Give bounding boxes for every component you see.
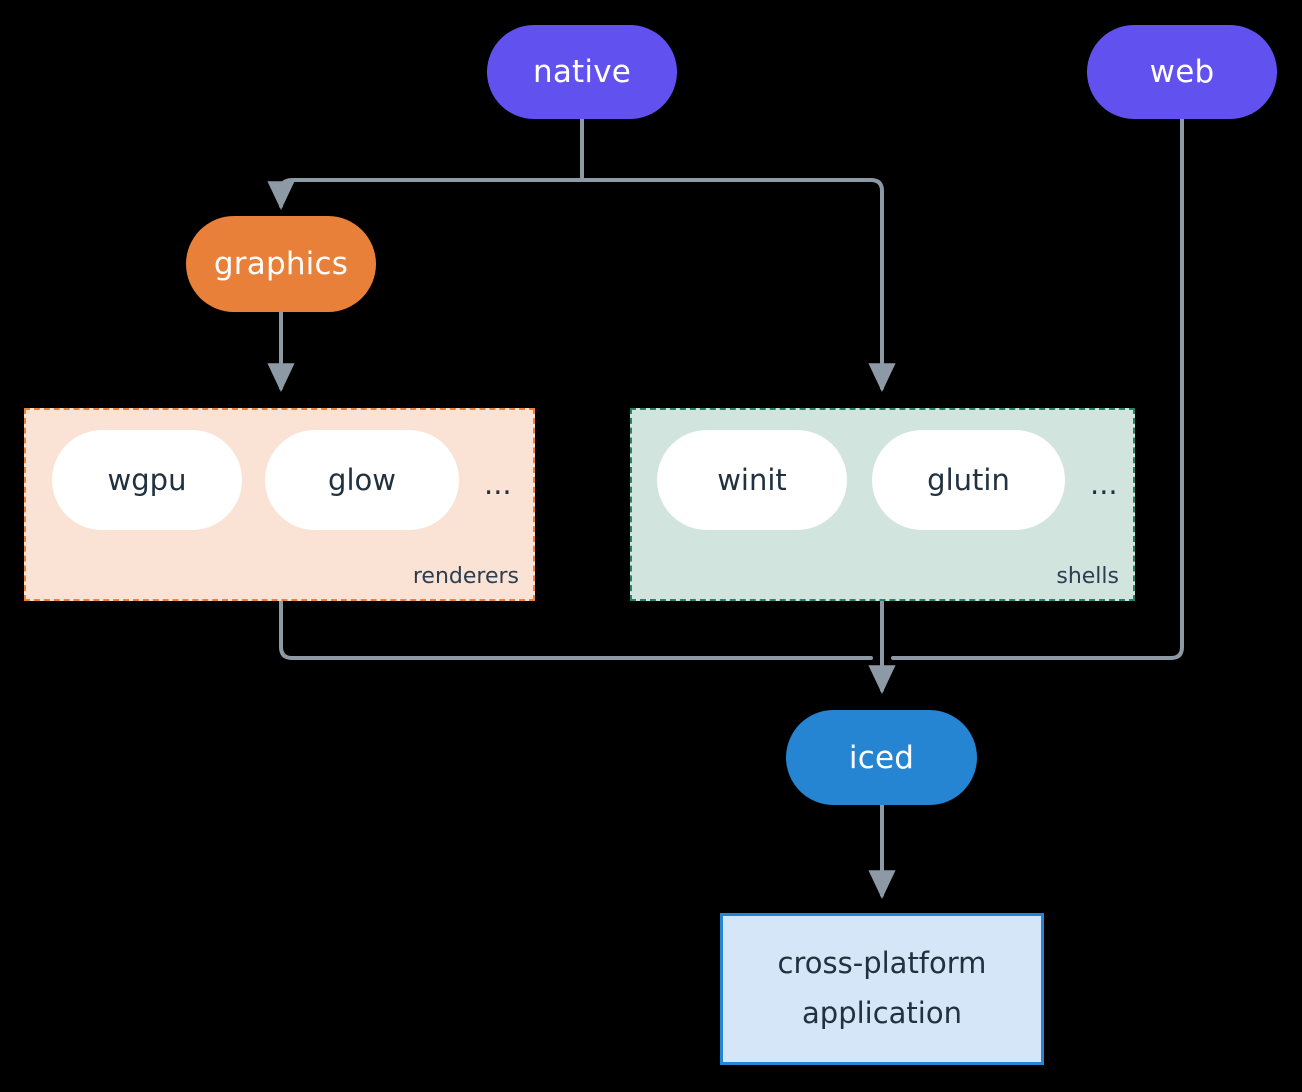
node-iced[interactable]: iced [786,710,977,805]
leaf-node-glutin[interactable]: glutin [872,430,1065,530]
node-native-label: native [532,54,632,90]
application-label-line1: cross-platform [777,946,987,981]
node-cross-platform-application[interactable]: cross-platform application [720,913,1044,1065]
node-web[interactable]: web [1087,25,1277,119]
leaf-node-wgpu[interactable]: wgpu [52,430,242,530]
leaf-node-glutin-label: glutin [927,463,1010,497]
node-graphics-label: graphics [213,246,349,282]
edge-native-to-graphics [267,178,584,211]
group-renderers: wgpu glow ... renderers [24,408,535,601]
node-native[interactable]: native [487,25,677,119]
application-label-line2: application [802,996,962,1030]
leaf-node-glow-label: glow [328,463,396,497]
node-iced-label: iced [848,739,915,776]
node-web-label: web [1149,54,1215,90]
leaf-node-winit[interactable]: winit [657,430,847,530]
shells-overflow-ellipsis: ... [1090,467,1118,501]
edge-renderers-to-iced [279,599,873,660]
group-renderers-label: renderers [412,564,519,589]
edge-native-to-shells [580,178,896,393]
leaf-node-wgpu-label: wgpu [107,463,187,497]
renderers-overflow-ellipsis: ... [484,467,512,501]
group-shells: winit glutin ... shells [630,408,1135,601]
leaf-node-winit-label: winit [717,463,787,497]
group-shells-label: shells [1056,564,1119,589]
node-graphics[interactable]: graphics [186,216,376,312]
leaf-node-glow[interactable]: glow [265,430,459,530]
